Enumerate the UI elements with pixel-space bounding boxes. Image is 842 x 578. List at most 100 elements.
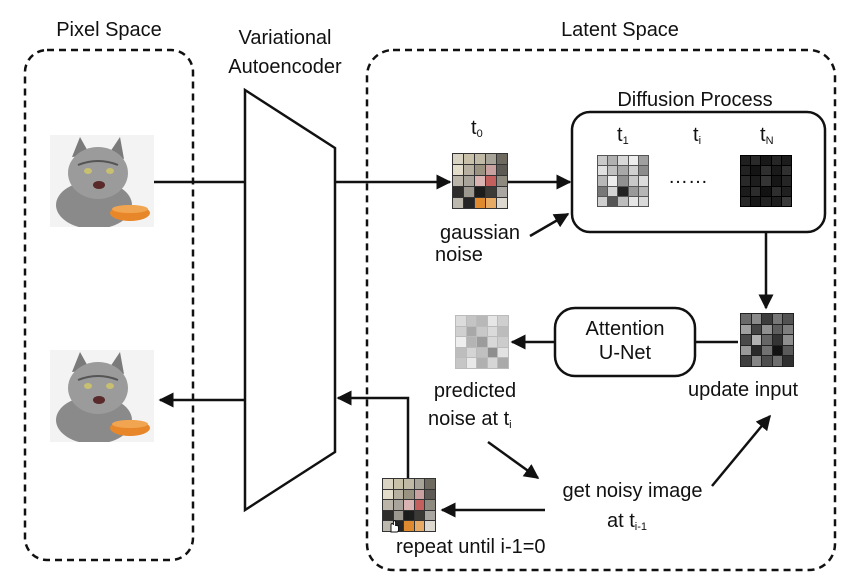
grid-cell (598, 186, 608, 196)
grid-cell (638, 186, 648, 196)
grid-cell (751, 166, 761, 176)
label-t1: t1 (617, 124, 629, 147)
latent-grid-update (740, 313, 794, 367)
grid-cell (464, 154, 474, 164)
grid-cell (477, 337, 487, 347)
grid-cell (628, 176, 638, 186)
grid-cell (475, 176, 485, 186)
pixel-space-title: Pixel Space (56, 19, 162, 41)
grid-cell (466, 358, 477, 368)
noise-label: noise (435, 244, 483, 266)
grid-cell (464, 165, 474, 175)
grid-cell (618, 156, 628, 166)
noisy-label-line2: at ti-1 (607, 510, 648, 533)
grid-cell (498, 358, 508, 368)
grid-cell (383, 521, 393, 531)
grid-cell (425, 500, 435, 510)
grid-cell (497, 154, 507, 164)
label-tN: tN (760, 124, 774, 147)
label-t0: t0 (471, 117, 483, 140)
grid-cell (628, 196, 638, 206)
grid-cell (393, 510, 404, 521)
grid-cell (608, 166, 618, 176)
grid-cell (464, 176, 474, 186)
grid-cell (598, 156, 608, 166)
grid-cell (762, 345, 772, 356)
grid-cell (638, 166, 648, 176)
grid-cell (783, 314, 793, 324)
grid-cell (741, 335, 751, 345)
grid-cell (618, 186, 628, 196)
grid-cell (741, 345, 751, 356)
label-ellipsis: …… (668, 166, 708, 188)
grid-cell (486, 176, 496, 186)
grid-cell (414, 500, 425, 510)
grid-cell (497, 198, 507, 208)
grid-cell (425, 521, 435, 531)
grid-cell (771, 186, 781, 196)
grid-cell (383, 489, 393, 500)
latent-grid-tN (740, 155, 792, 207)
grid-cell (425, 479, 435, 489)
grid-cell (598, 166, 608, 176)
grid-cell (751, 156, 761, 166)
grid-cell (393, 479, 404, 489)
grid-cell (638, 156, 648, 166)
grid-cell (453, 187, 463, 197)
repeat-until-label: repeat until i-1=0 (396, 536, 546, 558)
grid-cell (414, 521, 425, 531)
grid-cell (741, 186, 751, 196)
arrow-noisy-to-update (711, 414, 771, 487)
grid-cell (487, 347, 498, 358)
grid-cell (781, 176, 791, 186)
grid-cell (783, 345, 793, 356)
grid-cell (486, 165, 496, 175)
grid-cell (741, 166, 751, 176)
grid-cell (618, 196, 628, 206)
gaussian-label: gaussian (439, 222, 521, 244)
grid-cell (751, 324, 762, 335)
label-ti: ti (693, 124, 702, 147)
grid-cell (608, 186, 618, 196)
grid-cell (456, 337, 466, 347)
grid-cell (486, 154, 496, 164)
predicted-label-line1: predicted (433, 380, 517, 402)
grid-cell (466, 316, 477, 326)
grid-cell (772, 345, 783, 356)
grid-cell (497, 187, 507, 197)
grid-cell (751, 345, 762, 356)
arrow-predicted-to-noisy (487, 440, 540, 480)
grid-cell (487, 358, 498, 368)
grid-cell (762, 335, 772, 345)
grid-cell (475, 165, 485, 175)
grid-cell (383, 479, 393, 489)
update-input-label: update input (688, 379, 799, 401)
grid-cell (487, 326, 498, 337)
grid-cell (477, 326, 487, 337)
grid-cell (497, 176, 507, 186)
grid-cell (772, 314, 783, 324)
diffusion-process-box (570, 110, 827, 234)
vae-trapezoid (243, 87, 337, 513)
grid-cell (453, 198, 463, 208)
grid-cell (781, 196, 791, 206)
grid-cell (425, 510, 435, 521)
cat-output-image (50, 350, 154, 442)
grid-cell (751, 176, 761, 186)
grid-cell (772, 324, 783, 335)
grid-cell (751, 186, 761, 196)
grid-cell (751, 196, 761, 206)
grid-cell (761, 196, 771, 206)
grid-cell (741, 156, 751, 166)
grid-cell (761, 156, 771, 166)
grid-cell (771, 176, 781, 186)
grid-cell (741, 314, 751, 324)
grid-cell (741, 196, 751, 206)
grid-cell (598, 176, 608, 186)
grid-cell (466, 347, 477, 358)
grid-cell (498, 337, 508, 347)
grid-cell (456, 358, 466, 368)
grid-cell (771, 166, 781, 176)
grid-cell (608, 176, 618, 186)
